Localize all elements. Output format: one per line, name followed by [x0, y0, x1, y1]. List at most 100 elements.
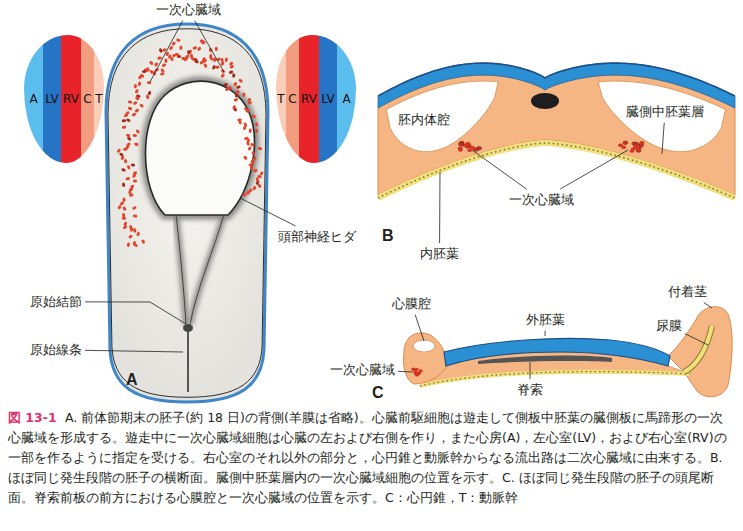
heart-cell-dot: [128, 234, 133, 239]
endoderm: [378, 143, 735, 198]
panel-letter: B: [382, 226, 394, 245]
heart-cell-dot: [160, 68, 165, 73]
heart-cell-dot: [253, 169, 258, 173]
region-letter: RV: [301, 93, 317, 105]
neural-groove: [176, 214, 186, 325]
heart-cell-dot: [190, 54, 194, 59]
primitive-node: [183, 324, 193, 332]
heart-cell-dot: [215, 66, 220, 69]
heart-cell-dot: [237, 118, 241, 121]
region-letter: A: [342, 93, 350, 105]
allantois: [684, 326, 712, 372]
heart-cell-dot: [119, 201, 124, 206]
structure-label: 原始結節: [30, 294, 82, 310]
heart-cell-dot: [133, 179, 137, 182]
heart-cell-dot: [126, 136, 131, 141]
figure-number: 図 13-1: [8, 408, 57, 428]
heart-cell-dot: [220, 73, 225, 78]
heart-cell-dot: [122, 182, 126, 187]
heart-cell-dot: [243, 122, 247, 127]
heart-cell-dot: [233, 81, 238, 86]
leader-line: [85, 302, 186, 324]
heart-cell-dot: [212, 65, 217, 70]
endoderm-cells: [378, 143, 735, 198]
endoderm: [420, 372, 690, 386]
heart-cell-dot: [116, 148, 121, 153]
heart-cell-dot: [172, 53, 177, 58]
leader-line: [398, 371, 413, 373]
heart-cell-dot: [179, 45, 183, 50]
heart-cell-dot: [254, 128, 259, 133]
heart-cell-dot: [247, 146, 252, 151]
heart-cell-dot: [200, 39, 205, 42]
heart-region-band: A: [337, 35, 356, 163]
heart-cell-dot: [252, 156, 257, 161]
heart-cell-dot: [126, 165, 131, 170]
head-neural-fold: [145, 81, 254, 215]
heart-cell-dot: [133, 228, 136, 232]
leader-line: [195, 21, 224, 72]
leader-lines: [85, 21, 712, 379]
primitive-streak: [187, 332, 189, 392]
heart-cell-dot: [161, 63, 166, 67]
leader-line: [704, 303, 712, 308]
heart-cell-dot: [176, 38, 181, 42]
heart-cell-dot: [128, 100, 133, 104]
heart-cell-dot: [474, 148, 479, 151]
heart-cell-dot: [223, 83, 228, 87]
leader-line: [545, 331, 546, 336]
panel-b: [378, 63, 735, 198]
heart-cell-dot: [133, 243, 138, 248]
heart-cell-dot: [117, 205, 122, 210]
structure-label: 一次心臓域: [156, 2, 221, 18]
heart-cell-dot: [139, 103, 144, 108]
heart-cell-dot: [224, 57, 228, 62]
structure-label: 一次心臓域: [509, 192, 574, 208]
heart-cell-dot: [419, 369, 423, 372]
heart-cell-dot: [123, 159, 127, 164]
heart-region-band: T: [94, 35, 104, 163]
heart-cell-dot: [235, 90, 239, 93]
ectoderm: [444, 339, 670, 367]
heart-region-band: C: [286, 35, 299, 163]
heart-cell-dot: [158, 48, 163, 53]
heart-cell-dot: [247, 97, 252, 102]
heart-cell-dot: [220, 69, 225, 74]
leader-line: [85, 350, 183, 352]
heart-region-band: LV: [43, 35, 61, 163]
heart-cell-dot: [633, 145, 638, 148]
heart-region-band: C: [81, 35, 94, 163]
heart-cell-dot: [129, 193, 134, 197]
structure-label: 尿膜: [656, 318, 682, 334]
leader-line: [530, 362, 531, 379]
heart-field-dots: [116, 38, 264, 247]
heart-cell-dot: [142, 70, 146, 73]
heart-cell-dot: [228, 70, 233, 74]
structure-label: 脊索: [517, 382, 543, 398]
heart-cell-dot: [164, 59, 167, 64]
panel-c: [403, 307, 732, 397]
heart-cell-dot: [122, 217, 127, 221]
panel-letter: C: [372, 383, 384, 402]
structure-label: 内胚葉: [420, 246, 459, 262]
heart-cell-dot: [187, 50, 191, 55]
leader-line: [439, 172, 440, 243]
allantois-wall: [684, 326, 712, 372]
structure-label: 胚内体腔: [398, 112, 450, 128]
heart-cell-dot: [197, 46, 202, 51]
heart-cell-dot: [242, 193, 247, 197]
endoderm-cells: [420, 372, 690, 386]
structure-label: 頭部神経ヒダ: [278, 229, 356, 245]
heart-cell-dot: [122, 225, 127, 230]
neural-fold-shading: [145, 81, 254, 215]
heart-region-band: A: [24, 35, 43, 163]
heart-cell-dot: [133, 101, 138, 106]
region-letter: C: [83, 93, 91, 105]
heart-cell-dot: [138, 75, 143, 80]
panel-letter: A: [126, 370, 138, 389]
caption: A. 前体節期末の胚子(約 18 日)の背側(羊膜は省略)。心臓前駆細胞は遊走し…: [8, 408, 735, 508]
heart-cell-dot: [250, 142, 255, 147]
heart-cell-dot: [192, 46, 197, 50]
heart-cell-dot: [157, 56, 162, 60]
